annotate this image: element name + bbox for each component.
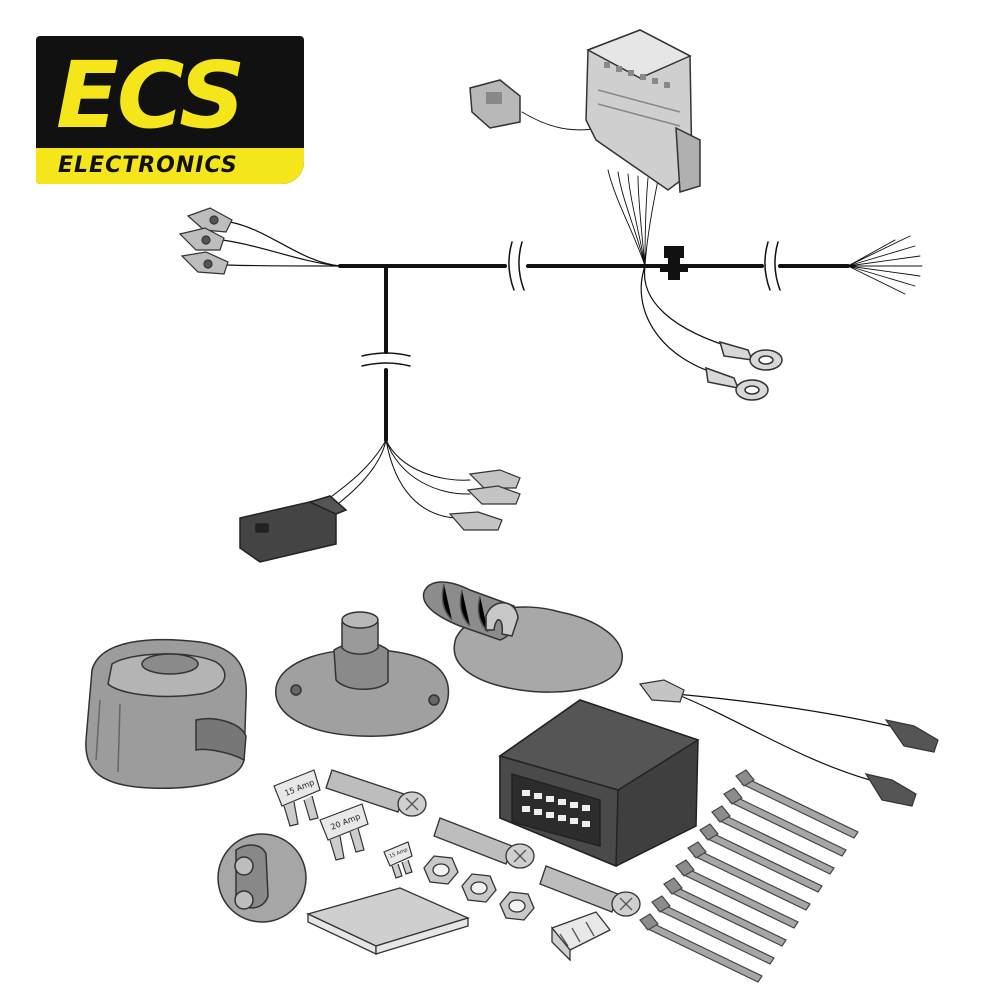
small-white-connector [550,911,611,962]
cable-tie [651,895,775,965]
trailer-connector [239,495,348,563]
nut [499,891,535,921]
spade-connector [884,719,939,753]
spade-connector [186,207,233,233]
rubber-grommet [422,581,623,693]
wiring-harness [221,111,923,519]
spade-connector [468,469,521,489]
spade-connector [180,251,229,275]
socket-base-plate [275,611,450,737]
harness-clip [660,246,688,280]
small-connector [469,79,521,129]
instruction-booklet [306,887,470,956]
spade-connector [638,679,685,703]
fuse: 15 Amp [383,841,413,879]
spade-connector [448,511,503,531]
cable-tie [675,859,799,929]
nut [461,873,497,903]
cable-tie [663,877,787,947]
cable-tie [735,769,859,839]
cable-ties [639,769,859,983]
module-wiring [675,693,891,781]
logo-wordmark: ECS [56,42,245,149]
logo-subtitle-band [36,148,304,184]
spade-connector [178,227,225,251]
cable-grommet [217,833,307,923]
logo-subtitle: ELECTRONICS [58,153,238,178]
cable-tie [699,823,823,893]
fuse: 20 Amp [319,803,369,861]
towbar-socket [85,638,248,789]
cable-tie [723,787,847,857]
spade-connector [864,773,917,807]
cable-tie [687,841,811,911]
bolt [539,865,641,917]
bolt [325,769,427,817]
nut [423,855,459,885]
control-module [498,699,700,868]
cable-tie [639,913,763,983]
ecs-logo: ECS ELECTRONICS [36,36,304,184]
fuse: 15 Amp [273,769,321,827]
spade-connector [466,485,521,505]
cable-tie [711,805,835,875]
vehicle-connector [585,29,701,193]
ring-terminal [718,340,783,371]
ring-terminal [705,366,769,401]
bolt [433,817,535,869]
